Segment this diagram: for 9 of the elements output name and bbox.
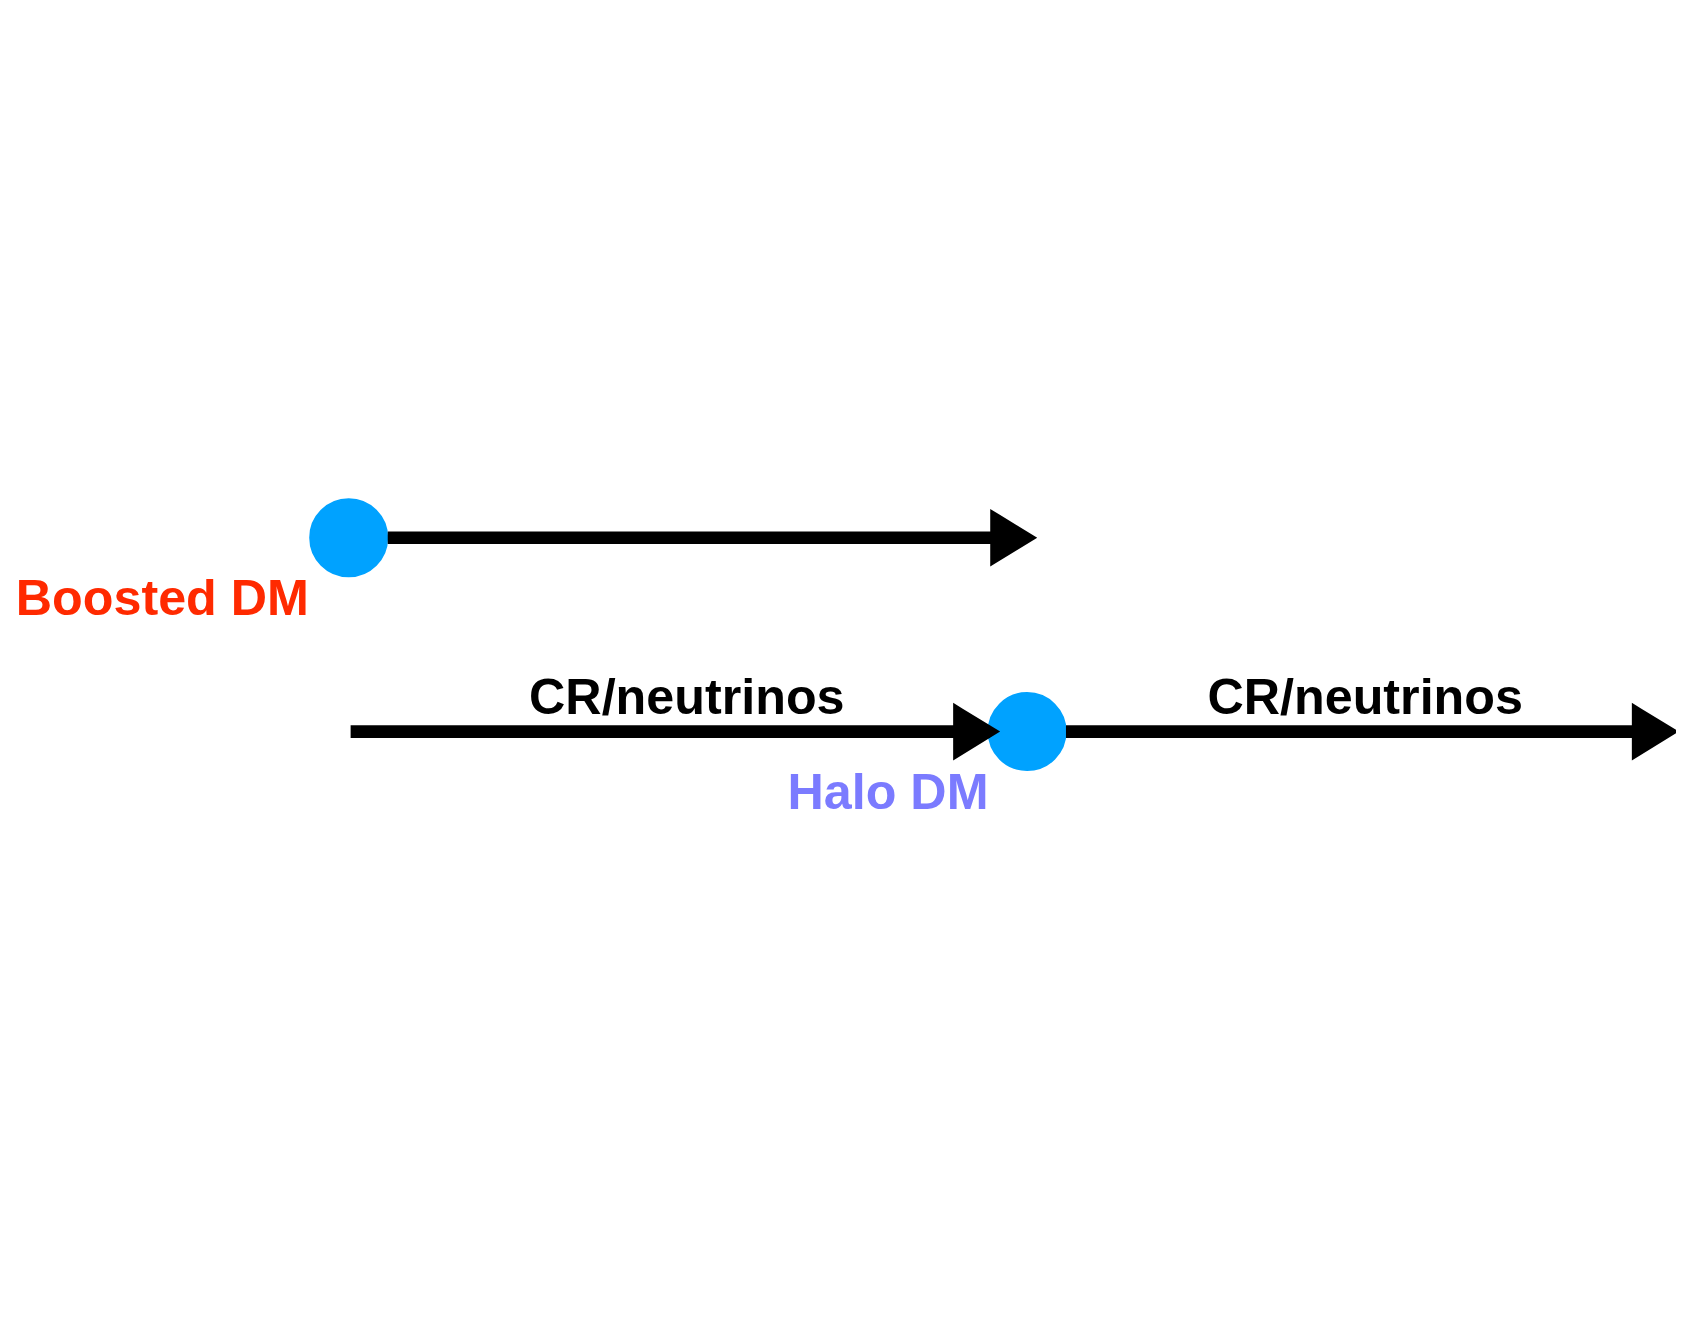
arrow: [350, 702, 1001, 761]
node-circle: [987, 692, 1067, 772]
node-label: Boosted DM: [15, 569, 309, 626]
node-label: Halo DM: [787, 763, 989, 820]
arrow: [1065, 702, 1676, 761]
node-circle: [309, 498, 389, 578]
edge-label: CR/neutrinos: [529, 669, 845, 726]
edge-label: CR/neutrinos: [1207, 669, 1523, 726]
arrow: [387, 508, 1038, 567]
